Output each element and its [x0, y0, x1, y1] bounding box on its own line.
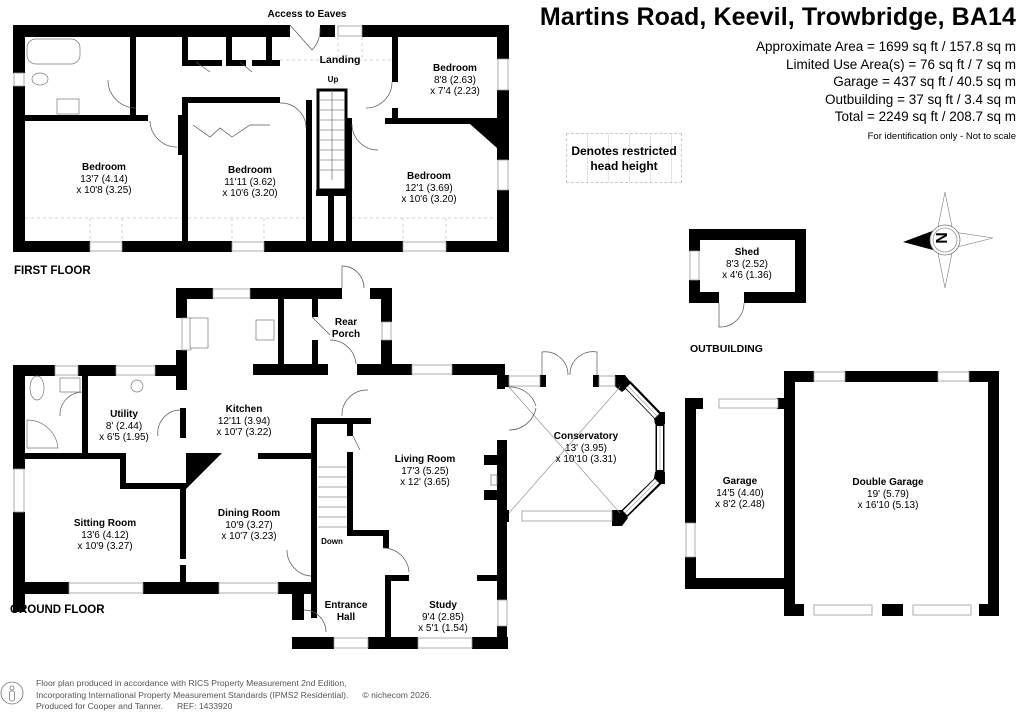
room-rear-porch: Rear Porch: [331, 317, 361, 340]
outbuilding-label: OUTBUILDING: [690, 343, 763, 355]
footer-line-2: Incorporating International Property Mea…: [36, 689, 432, 700]
garage-walls: [685, 371, 999, 616]
area-garage: Garage = 437 sq ft / 40.5 sq m: [833, 74, 1016, 89]
info-person-icon: [0, 681, 24, 705]
shed-walls: [689, 229, 806, 303]
room-kitchen: Kitchen 12'11 (3.94) x 10'7 (3.22): [216, 404, 272, 438]
area-total: Total = 2249 sq ft / 208.7 sq m: [834, 109, 1016, 124]
footer-ref: REF: 1433920: [176, 701, 233, 711]
conservatory-roof-lines: [508, 386, 621, 514]
room-shed: Shed 8'3 (2.52) x 4'6 (1.36): [722, 247, 772, 281]
restricted-height-lines: [25, 37, 497, 241]
door-swings: [59, 24, 745, 633]
area-limited-use: Limited Use Area(s) = 76 sq ft / 7 sq m: [786, 56, 1016, 72]
room-living-room: Living Room 17'3 (5.25) x 12' (3.65): [394, 454, 456, 488]
room-bedroom-1: Bedroom 13'7 (4.14) x 10'8 (3.25): [76, 162, 132, 196]
first-floor-label: FIRST FLOOR: [14, 265, 91, 277]
room-conservatory: Conservatory 13' (3.95) x 10'10 (3.31): [553, 431, 619, 465]
conservatory-walls: [497, 375, 665, 526]
down-label: Down: [321, 537, 343, 546]
landing-label: Landing: [319, 54, 361, 66]
room-entrance-hall: Entrance Hall: [324, 600, 368, 623]
first-floor-walls: [13, 25, 509, 252]
restricted-height-legend: Denotes restricted head height: [566, 133, 682, 183]
compass-north-label: N: [933, 232, 951, 244]
room-dining-room: Dining Room 10'9 (3.27) x 10'7 (3.23): [217, 508, 281, 542]
room-garage: Garage 14'5 (4.40) x 8'2 (2.48): [715, 476, 765, 510]
compass-icon: [903, 191, 994, 289]
footer-line-3: Produced for Cooper and Tanner.REF: 1433…: [36, 701, 233, 711]
up-label: Up: [327, 75, 339, 84]
room-study: Study 9'4 (2.85) x 5'1 (1.54): [418, 600, 468, 634]
area-outbuilding: Outbuilding = 37 sq ft / 3.4 sq m: [825, 91, 1016, 107]
windows: [13, 25, 972, 649]
ground-floor-label: GROUND FLOOR: [10, 604, 105, 616]
stairs: [316, 88, 348, 528]
scale-disclaimer: For identification only - Not to scale: [867, 131, 1016, 142]
room-sitting-room: Sitting Room 13'6 (4.12) x 10'9 (3.27): [73, 518, 137, 552]
footer-copyright: © nichecom 2026.: [362, 689, 432, 700]
footer-line-1: Floor plan produced in accordance with R…: [36, 678, 347, 688]
property-title: Martins Road, Keevil, Trowbridge, BA14: [539, 3, 1016, 31]
access-to-eaves-label: Access to Eaves: [267, 9, 347, 20]
legend-text: Denotes restricted head height: [571, 144, 677, 173]
footer-disclaimer: Floor plan produced in accordance with R…: [36, 678, 432, 713]
fixtures: [26, 38, 498, 486]
ground-floor-walls: [13, 288, 508, 649]
room-bedroom-3: Bedroom 12'1 (3.69) x 10'6 (3.20): [401, 171, 457, 205]
room-bedroom-2: Bedroom 11'11 (3.62) x 10'6 (3.20): [222, 165, 278, 199]
room-bedroom-4: Bedroom 8'8 (2.63) x 7'4 (2.23): [430, 63, 480, 97]
area-approximate: Approximate Area = 1699 sq ft / 157.8 sq…: [755, 39, 1016, 54]
room-utility: Utility 8' (2.44) x 6'5 (1.95): [99, 409, 149, 443]
room-double-garage: Double Garage 19' (5.79) x 16'10 (5.13): [852, 477, 924, 511]
area-summary: Approximate Area = 1699 sq ft / 157.8 sq…: [756, 38, 1016, 126]
